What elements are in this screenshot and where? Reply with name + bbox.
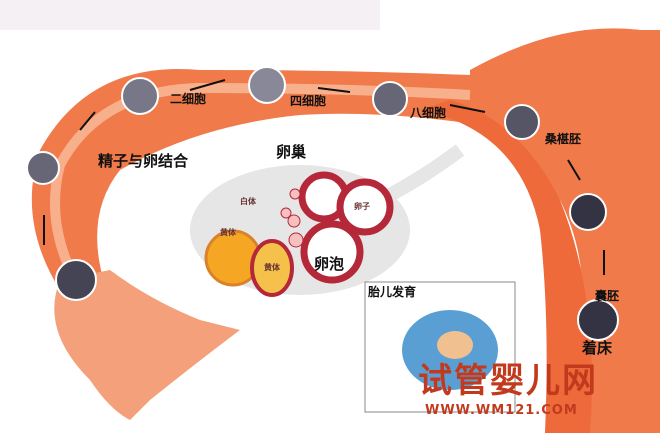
blastocyst-embryo xyxy=(569,193,607,231)
eight-cell-embryo xyxy=(372,81,408,117)
primordial-follicle xyxy=(288,232,304,248)
label-yellow-body-1: 黄体 xyxy=(220,228,236,237)
primordial-follicle xyxy=(280,207,292,219)
morula-embryo xyxy=(504,104,540,140)
two-cell-embryo xyxy=(121,77,159,115)
label-ovary: 卵巢 xyxy=(276,143,307,161)
label-two-cell: 二细胞 xyxy=(170,92,207,106)
label-fetal-development: 胎儿发育 xyxy=(368,285,417,299)
arrow-icon xyxy=(79,111,96,131)
zygote xyxy=(26,151,60,185)
watermark-logo: 试管婴儿网 xyxy=(418,361,598,401)
watermark-url: WWW.WM121.COM xyxy=(425,403,578,418)
ovarian-ligament xyxy=(376,144,465,207)
implanting-embryo xyxy=(577,299,619,341)
egg-with-sperm xyxy=(55,259,97,301)
primordial-follicle xyxy=(287,214,301,228)
top-band xyxy=(0,0,380,30)
corpus-luteum-2 xyxy=(250,239,294,297)
arrow-icon xyxy=(317,87,351,93)
label-morula: 桑椹胚 xyxy=(545,132,582,146)
follicle-large xyxy=(300,220,364,284)
label-fertilization: 精子与卵结合 xyxy=(98,152,189,170)
uterus-wall xyxy=(420,100,592,433)
label-blastocyst: 囊胚 xyxy=(595,289,620,303)
label-eight-cell: 八细胞 xyxy=(410,106,447,120)
follicle-mature xyxy=(336,178,394,236)
arrow-icon xyxy=(567,159,581,181)
label-implantation: 着床 xyxy=(582,339,613,357)
arrows xyxy=(43,79,605,275)
label-follicle: 卵泡 xyxy=(314,255,345,273)
fallopian-tube xyxy=(31,69,481,330)
label-yellow-body-2: 黄体 xyxy=(264,263,280,272)
primordial-follicle xyxy=(289,188,301,200)
fetus xyxy=(437,331,473,359)
fimbriae xyxy=(54,270,241,420)
label-white-body: 白体 xyxy=(240,197,256,206)
arrow-icon xyxy=(449,104,486,113)
label-four-cell: 四细胞 xyxy=(290,94,327,108)
label-egg: 卵子 xyxy=(354,202,370,211)
four-cell-embryo xyxy=(248,66,286,104)
arrow-icon xyxy=(189,79,226,91)
